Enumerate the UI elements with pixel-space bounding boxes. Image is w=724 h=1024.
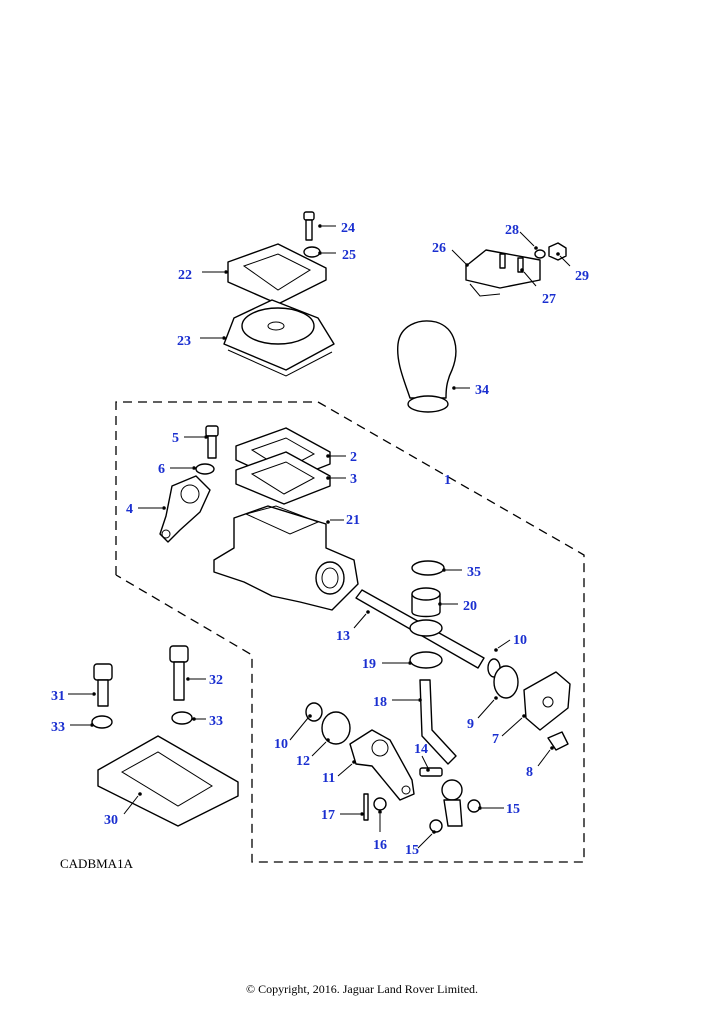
callout-17: 17 bbox=[321, 808, 335, 823]
callout-8: 8 bbox=[526, 765, 533, 780]
callout-6: 6 bbox=[158, 462, 165, 477]
callout-35: 35 bbox=[467, 565, 481, 580]
washer-6 bbox=[195, 463, 215, 475]
lever-4 bbox=[159, 475, 211, 543]
bolt-32 bbox=[169, 645, 189, 701]
washer-16 bbox=[373, 797, 387, 811]
callout-30: 30 bbox=[104, 813, 118, 828]
cover-23 bbox=[223, 299, 335, 377]
callout-34: 34 bbox=[475, 383, 489, 398]
callout-18: 18 bbox=[373, 695, 387, 710]
o-ring-10b bbox=[305, 702, 323, 722]
callout-11: 11 bbox=[322, 771, 335, 786]
callout-29: 29 bbox=[575, 269, 589, 284]
bolt-24 bbox=[303, 211, 315, 241]
callout-24: 24 bbox=[341, 221, 355, 236]
washer-33b bbox=[171, 711, 193, 725]
callout-19: 19 bbox=[362, 657, 376, 672]
bolt-5 bbox=[205, 425, 219, 459]
callout-10a: 10 bbox=[513, 633, 527, 648]
callout-3: 3 bbox=[350, 472, 357, 487]
callout-22: 22 bbox=[178, 268, 192, 283]
bracket-26-27 bbox=[465, 249, 541, 297]
gear-knob-34 bbox=[396, 320, 457, 413]
callout-14: 14 bbox=[414, 742, 428, 757]
callout-12: 12 bbox=[296, 754, 310, 769]
copyright-notice: © Copyright, 2016. Jaguar Land Rover Lim… bbox=[245, 982, 479, 996]
ring-12 bbox=[321, 711, 351, 745]
washer-33a bbox=[91, 715, 113, 729]
callout-33b: 33 bbox=[209, 714, 223, 729]
washer-15a bbox=[467, 799, 481, 813]
leader-lines bbox=[68, 224, 571, 849]
callout-15b: 15 bbox=[405, 843, 419, 858]
washer-25 bbox=[303, 246, 321, 258]
washer-28 bbox=[534, 249, 546, 259]
bush-19 bbox=[409, 651, 443, 669]
callout-7: 7 bbox=[492, 732, 499, 747]
callout-23: 23 bbox=[177, 334, 191, 349]
callout-33a: 33 bbox=[51, 720, 65, 735]
gasket-30 bbox=[97, 735, 239, 827]
callout-25: 25 bbox=[342, 248, 356, 263]
flange-7 bbox=[523, 671, 571, 731]
callout-16: 16 bbox=[373, 838, 387, 853]
circlip-35 bbox=[411, 560, 445, 576]
nut-29 bbox=[548, 242, 567, 261]
callout-5: 5 bbox=[172, 431, 179, 446]
housing-21 bbox=[213, 505, 359, 611]
assembly-boundary-main bbox=[115, 401, 585, 863]
bolt-31 bbox=[93, 663, 113, 707]
lever-11 bbox=[349, 729, 415, 801]
callout-10b: 10 bbox=[274, 737, 288, 752]
shaft-13 bbox=[355, 589, 485, 669]
callout-1: 1 bbox=[444, 473, 451, 488]
callout-4: 4 bbox=[126, 502, 133, 517]
callout-20: 20 bbox=[463, 599, 477, 614]
callout-27: 27 bbox=[542, 292, 556, 307]
callout-13: 13 bbox=[336, 629, 350, 644]
diagram-reference-code: CADBMA1A bbox=[60, 856, 133, 871]
o-ring-9 bbox=[493, 665, 519, 699]
callout-31: 31 bbox=[51, 689, 65, 704]
callout-2: 2 bbox=[350, 450, 357, 465]
washer-15b bbox=[429, 819, 443, 833]
rod-18 bbox=[419, 679, 457, 765]
pin-14 bbox=[419, 767, 443, 777]
screw-8 bbox=[547, 731, 569, 751]
callout-labels: 1 2 3 4 5 6 7 8 9 10 10 11 12 13 14 15 1… bbox=[51, 221, 589, 858]
gasket-22 bbox=[227, 243, 327, 305]
split-pin-17 bbox=[363, 793, 369, 821]
gasket-3 bbox=[235, 451, 331, 505]
ball-joint bbox=[441, 779, 463, 827]
callout-26: 26 bbox=[432, 241, 446, 256]
callout-32: 32 bbox=[209, 673, 223, 688]
bush-20 bbox=[411, 587, 441, 618]
callout-15a: 15 bbox=[506, 802, 520, 817]
callout-28: 28 bbox=[505, 223, 519, 238]
callout-21: 21 bbox=[346, 513, 360, 528]
callout-9: 9 bbox=[467, 717, 474, 732]
